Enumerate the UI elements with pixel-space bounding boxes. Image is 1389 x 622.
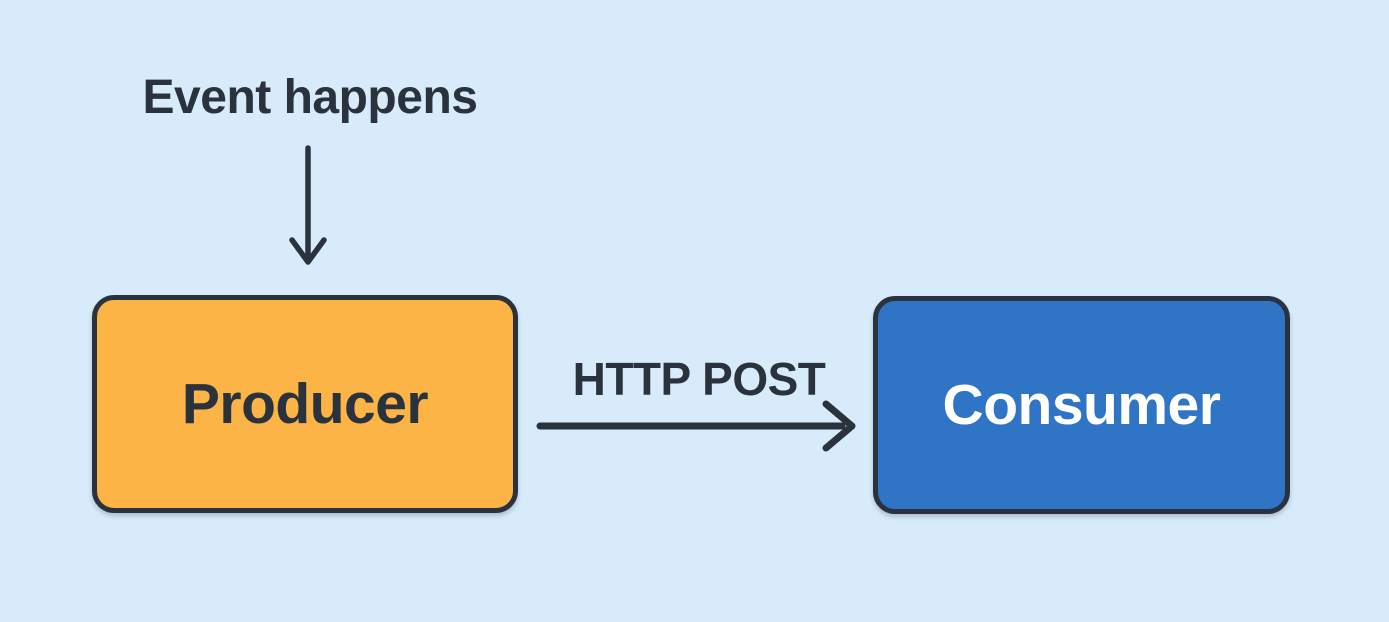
down-arrow-icon (289, 145, 327, 265)
consumer-node: Consumer (873, 296, 1290, 514)
right-arrow-icon (536, 400, 856, 452)
producer-label: Producer (181, 372, 429, 436)
consumer-label: Consumer (942, 373, 1221, 437)
producer-node: Producer (92, 295, 518, 513)
http-post-label: HTTP POST (572, 353, 826, 405)
event-happens-label: Event happens (142, 71, 478, 124)
